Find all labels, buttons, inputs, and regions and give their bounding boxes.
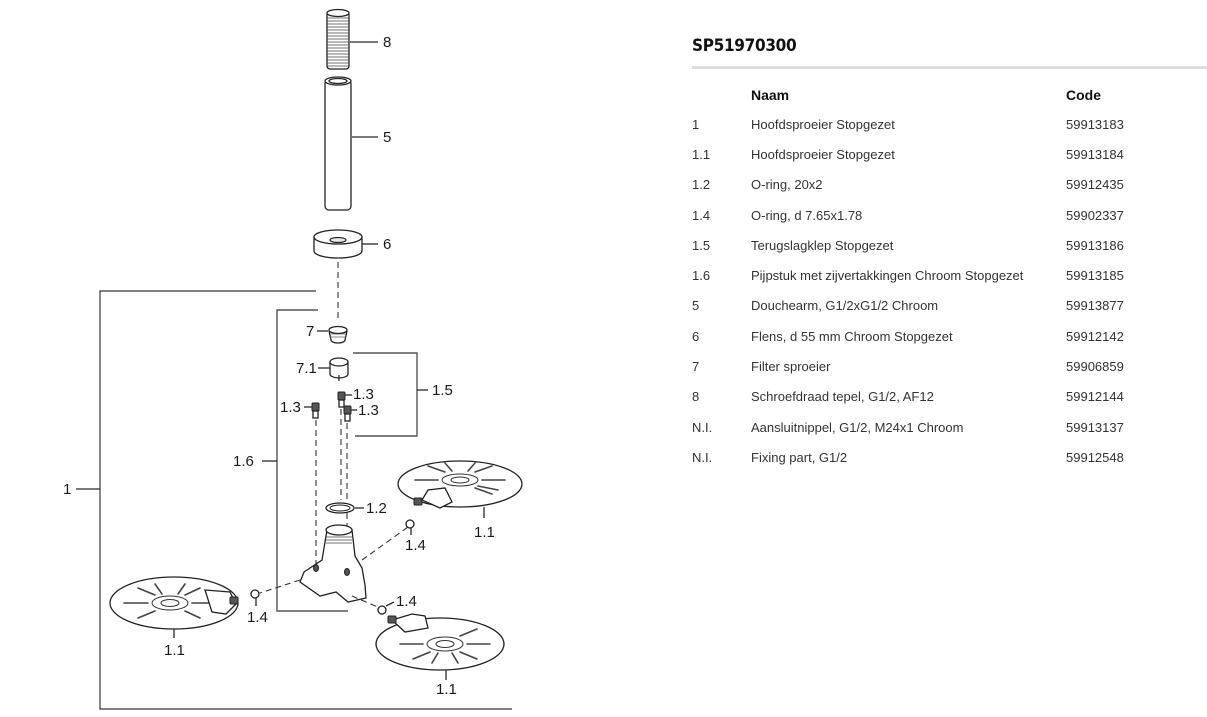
guide-dash — [351, 595, 381, 609]
cell-name: Aansluitnippel, G1/2, M24x1 Chroom — [751, 419, 964, 435]
cell-position: 6 — [692, 328, 700, 344]
cell-position: N.I. — [692, 449, 713, 465]
cell-code: 59912548 — [1066, 449, 1124, 465]
table-row[interactable]: N.I. Fixing part, G1/2 59912548 — [692, 442, 1207, 472]
label-1-3b: 1.3 — [353, 386, 374, 403]
cell-position: 1.4 — [692, 207, 711, 223]
cell-position: 5 — [692, 298, 700, 314]
column-header-name: Naam — [751, 87, 790, 103]
table-row[interactable]: 1.2 O-ring, 20x2 59912435 — [692, 170, 1207, 200]
bracket-1-5 — [353, 352, 418, 437]
cell-code: 59913137 — [1066, 419, 1124, 435]
cell-position: 1.1 — [692, 146, 711, 162]
cell-code: 59906859 — [1066, 359, 1124, 375]
part-1-4-o-ring-bottom[interactable] — [377, 605, 387, 615]
table-row[interactable]: 1.1 Hoofdsproeier Stopgezet 59913184 — [692, 139, 1207, 169]
cell-name: Filter sproeier — [751, 359, 831, 375]
part-1-1-shower-head-right[interactable] — [397, 460, 523, 509]
cell-code: 59913183 — [1066, 116, 1124, 132]
table-row[interactable]: 6 Flens, d 55 mm Chroom Stopgezet 59912142 — [692, 321, 1207, 351]
part-1-1-shower-head-left[interactable] — [109, 576, 239, 630]
table-row[interactable]: 5 Douchearm, G1/2xG1/2 Chroom 59913877 — [692, 291, 1207, 321]
label-1-6: 1.6 — [233, 453, 254, 470]
label-1-1b: 1.1 — [164, 642, 185, 659]
cell-position: 8 — [692, 389, 700, 405]
leader-1-4c — [385, 601, 395, 607]
cell-code: 59913877 — [1066, 298, 1124, 314]
table-row[interactable]: 1.5 Terugslagklep Stopgezet 59913186 — [692, 230, 1207, 260]
part-1-4-o-ring-right[interactable] — [405, 519, 415, 529]
title-divider — [692, 66, 1207, 69]
label-1-2: 1.2 — [366, 500, 387, 517]
label-1-4c: 1.4 — [396, 593, 417, 610]
cell-position: 1.2 — [692, 177, 711, 193]
cell-code: 59902337 — [1066, 207, 1124, 223]
label-1-1a: 1.1 — [474, 524, 495, 541]
cell-position: 1 — [692, 116, 700, 132]
cell-name: Flens, d 55 mm Chroom Stopgezet — [751, 328, 953, 344]
cell-position: 1.5 — [692, 237, 711, 253]
cell-name: Schroefdraad tepel, G1/2, AF12 — [751, 389, 934, 405]
label-5: 5 — [383, 129, 391, 146]
part-1-3-right[interactable] — [343, 405, 352, 422]
cell-name: Douchearm, G1/2xG1/2 Chroom — [751, 298, 939, 314]
table-row[interactable]: N.I. Aansluitnippel, G1/2, M24x1 Chroom 59… — [692, 412, 1207, 442]
part-1-6-pipe-body[interactable] — [299, 524, 367, 603]
column-header-pos — [692, 81, 751, 109]
cell-name: Hoofdsproeier Stopgezet — [751, 116, 895, 132]
cell-position: 1.6 — [692, 268, 711, 284]
label-6: 6 — [383, 236, 391, 253]
cell-code: 59912142 — [1066, 328, 1124, 344]
label-1-4b: 1.4 — [247, 609, 268, 626]
diagram-svg: 8 5 6 1 1.6 7 7.1 1.5 — [63, 8, 523, 710]
table-row[interactable]: 1 Hoofdsproeier Stopgezet 59913183 — [692, 109, 1207, 139]
label-1-1c: 1.1 — [436, 681, 457, 698]
part-1-4-o-ring-left[interactable] — [250, 589, 260, 599]
part-1-1-shower-head-bottom[interactable] — [375, 613, 505, 671]
label-1-3c: 1.3 — [358, 402, 379, 419]
label-1-3a: 1.3 — [280, 399, 301, 416]
parts-list-title: SP51970300 — [692, 36, 797, 56]
part-7-1-insert[interactable] — [329, 357, 349, 381]
part-7-filter[interactable] — [328, 325, 348, 344]
part-1-3-left[interactable] — [311, 402, 320, 419]
part-6-flange[interactable] — [313, 229, 363, 259]
cell-name: O-ring, d 7.65x1.78 — [751, 207, 863, 223]
cell-name: O-ring, 20x2 — [751, 177, 823, 193]
bracket-1 — [99, 290, 512, 710]
part-1-3-mid[interactable] — [337, 391, 346, 408]
label-7: 7 — [306, 323, 314, 340]
cell-name: Fixing part, G1/2 — [751, 449, 848, 465]
label-1: 1 — [63, 481, 71, 498]
cell-code: 59913184 — [1066, 146, 1124, 162]
part-5-shower-arm[interactable] — [324, 76, 352, 211]
column-header-code: Code — [1066, 87, 1101, 103]
cell-name: Hoofdsproeier Stopgezet — [751, 146, 895, 162]
cell-position: 7 — [692, 359, 700, 375]
label-7-1: 7.1 — [296, 360, 317, 377]
table-header-row: Naam Code — [692, 81, 1207, 109]
cell-position: N.I. — [692, 419, 713, 435]
table-row[interactable]: 8 Schroefdraad tepel, G1/2, AF12 59912144 — [692, 382, 1207, 412]
exploded-parts-diagram: 8 5 6 1 1.6 7 7.1 1.5 — [63, 8, 523, 710]
cell-code: 59912435 — [1066, 177, 1124, 193]
cell-code: 59912144 — [1066, 389, 1124, 405]
table-row[interactable]: 7 Filter sproeier 59906859 — [692, 351, 1207, 381]
guide-dash — [361, 526, 409, 561]
cell-name: Terugslagklep Stopgezet — [751, 237, 894, 253]
label-1-4a: 1.4 — [405, 537, 426, 554]
cell-code: 59913186 — [1066, 237, 1124, 253]
label-1-5: 1.5 — [432, 382, 453, 399]
guide-dash — [259, 579, 301, 594]
table-row[interactable]: 1.4 O-ring, d 7.65x1.78 59902337 — [692, 200, 1207, 230]
cell-code: 59913185 — [1066, 268, 1124, 284]
o-ring-inner — [329, 504, 351, 512]
cell-name: Pijpstuk met zijvertakkingen Chroom Stop… — [751, 268, 1024, 284]
label-8: 8 — [383, 34, 391, 51]
table-row[interactable]: 1.6 Pijpstuk met zijvertakkingen Chroom S… — [692, 260, 1207, 290]
part-8-threaded-nipple[interactable] — [326, 8, 350, 70]
